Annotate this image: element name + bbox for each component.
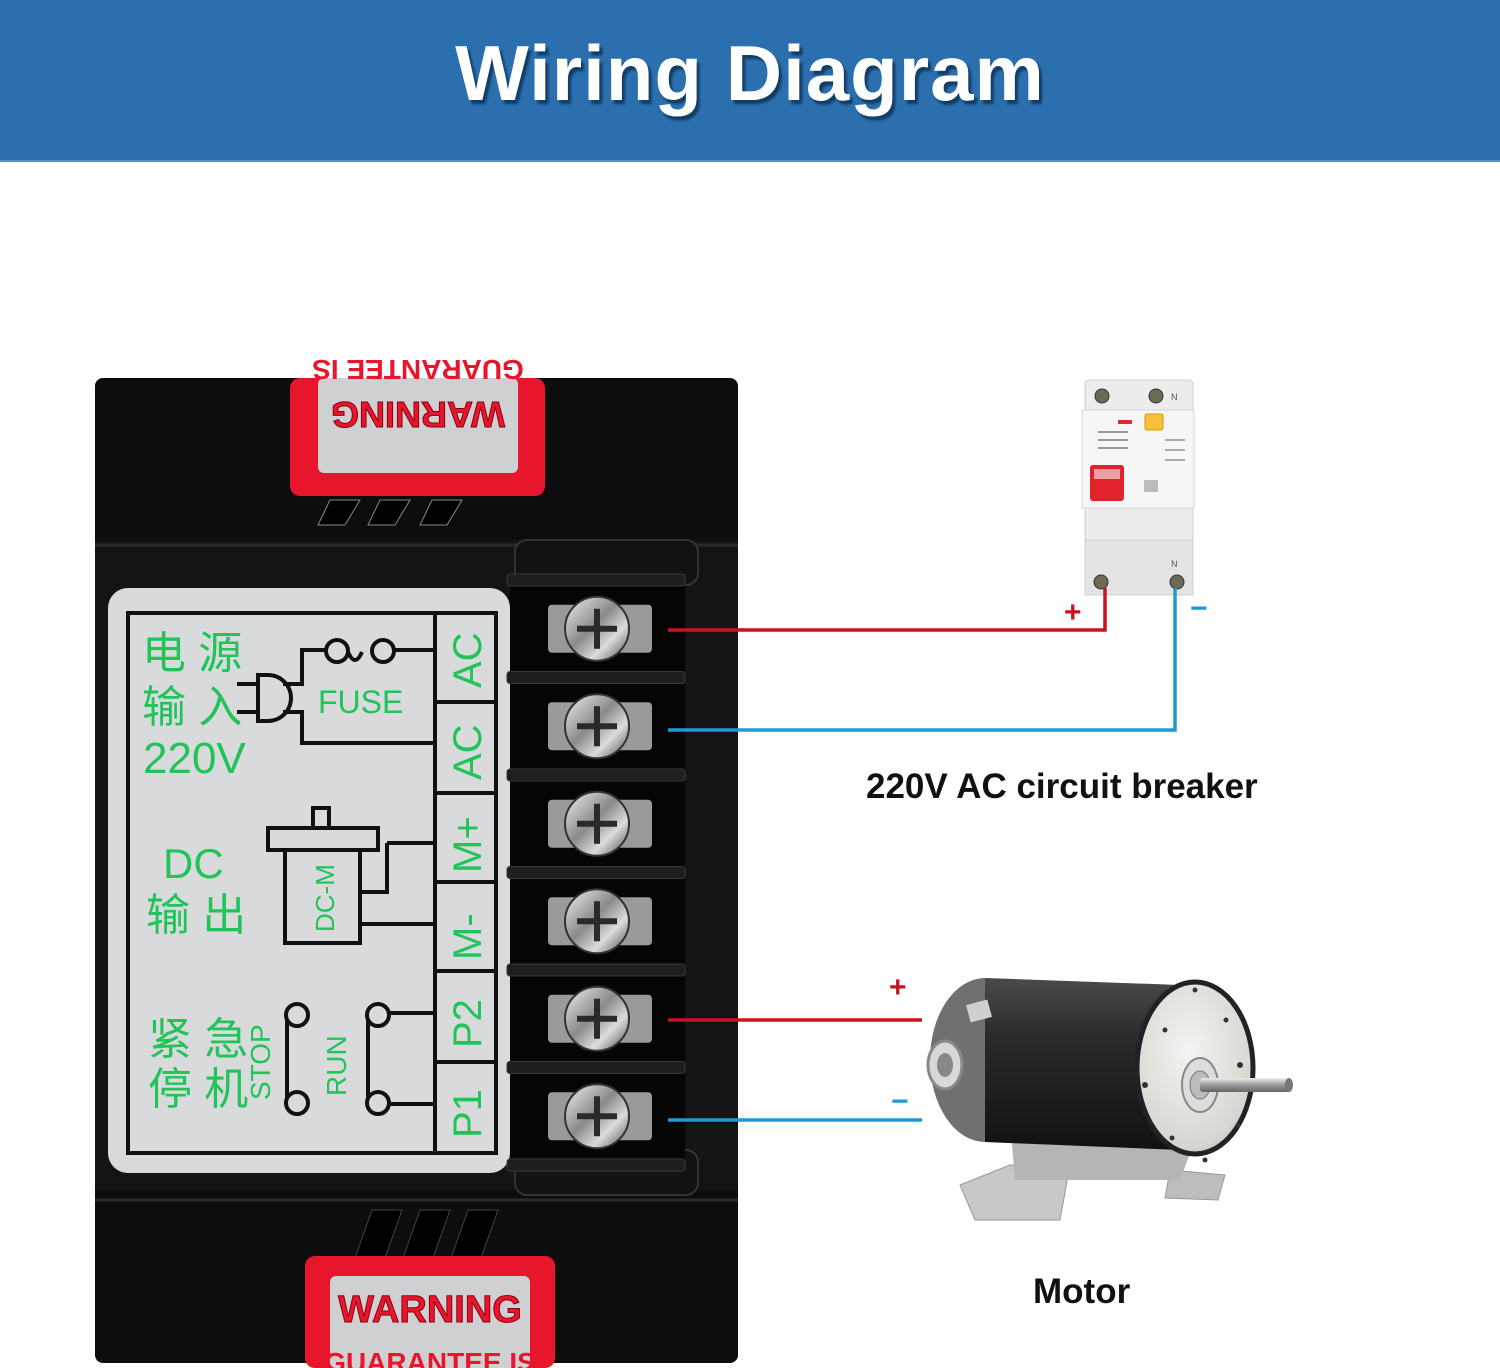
- breaker-positive-wire: [668, 588, 1107, 632]
- terminal-screws: [548, 595, 652, 1150]
- motor-caption: Motor: [1033, 1272, 1131, 1311]
- terminal-label: P1: [446, 1089, 490, 1138]
- speed-controller: WARNING GUARANTEE IS WARNING GUARANTEE I…: [95, 354, 738, 1368]
- breaker-negative-wire: [668, 588, 1177, 732]
- terminal-barrier: [506, 768, 686, 782]
- terminal-label: AC: [446, 724, 490, 780]
- breaker-positive-sign: +: [1064, 596, 1082, 629]
- page-title: Wiring Diagram: [455, 29, 1045, 117]
- run-label: RUN: [321, 1035, 352, 1096]
- warning-sticker-top: WARNING GUARANTEE IS: [290, 354, 545, 496]
- terminal-screw[interactable]: [548, 595, 652, 662]
- breaker-terminal-label: N: [1171, 392, 1178, 402]
- terminal-barrier: [506, 866, 686, 879]
- warning-sticker-bottom: WARNING GUARANTEE IS: [305, 1256, 555, 1368]
- terminal-label: M-: [446, 913, 490, 960]
- vent-slots-top: [317, 499, 463, 526]
- terminal-barrier: [506, 1061, 686, 1074]
- terminal-screw[interactable]: [548, 1083, 652, 1150]
- terminal-label: P2: [446, 999, 490, 1048]
- terminal-label-panel: 电 源 输 入 220V FUSE DC 输 出: [108, 588, 510, 1173]
- warning-text: WARNING: [331, 394, 505, 435]
- vent-slots-bottom: [354, 1209, 499, 1259]
- emergency-stop-cn-line1: 紧 急: [148, 1015, 248, 1064]
- dc-motor: [926, 978, 1293, 1221]
- circuit-breaker: N N: [1081, 379, 1195, 596]
- terminal-screw[interactable]: [548, 693, 652, 760]
- guarantee-text: GUARANTEE IS: [324, 1347, 536, 1368]
- dc-output-label: DC: [163, 840, 224, 887]
- terminal-label: AC: [446, 632, 490, 688]
- dc-motor-label: DC-M: [310, 864, 340, 932]
- stop-run-switch-symbol: [284, 1002, 435, 1116]
- breaker-caption: 220V AC circuit breaker: [866, 767, 1258, 806]
- terminal-barriers: [506, 573, 686, 1172]
- terminal-block: [506, 539, 699, 1196]
- terminal-screw[interactable]: [548, 985, 652, 1052]
- plug-fuse-symbol: [237, 638, 435, 745]
- terminal-screw[interactable]: [548, 888, 652, 955]
- dc-output-cn: 输 出: [146, 891, 246, 940]
- guarantee-text: GUARANTEE IS: [312, 354, 524, 385]
- breaker-terminal-label: N: [1171, 559, 1178, 569]
- terminal-barrier: [506, 963, 686, 977]
- terminal-barrier: [506, 671, 686, 684]
- breaker-negative-sign: −: [1190, 592, 1208, 625]
- power-input-cn-line1: 电 源: [142, 629, 242, 678]
- motor-positive-sign: +: [889, 971, 907, 1004]
- dc-motor-symbol: [266, 806, 435, 945]
- fuse-label: FUSE: [318, 684, 403, 720]
- terminal-screw[interactable]: [548, 790, 652, 857]
- stop-label: STOP: [245, 1024, 276, 1100]
- power-input-cn-line2: 输 入: [142, 683, 242, 732]
- terminal-barrier: [506, 1158, 686, 1172]
- power-input-voltage: 220V: [143, 734, 246, 783]
- terminal-barrier: [506, 573, 686, 587]
- terminal-label: M+: [446, 816, 490, 873]
- header-banner: Wiring Diagram: [0, 0, 1500, 162]
- wires: [668, 588, 1177, 1122]
- warning-text: WARNING: [338, 1289, 522, 1331]
- emergency-stop-cn-line2: 停 机: [148, 1065, 248, 1114]
- motor-negative-sign: −: [891, 1085, 909, 1118]
